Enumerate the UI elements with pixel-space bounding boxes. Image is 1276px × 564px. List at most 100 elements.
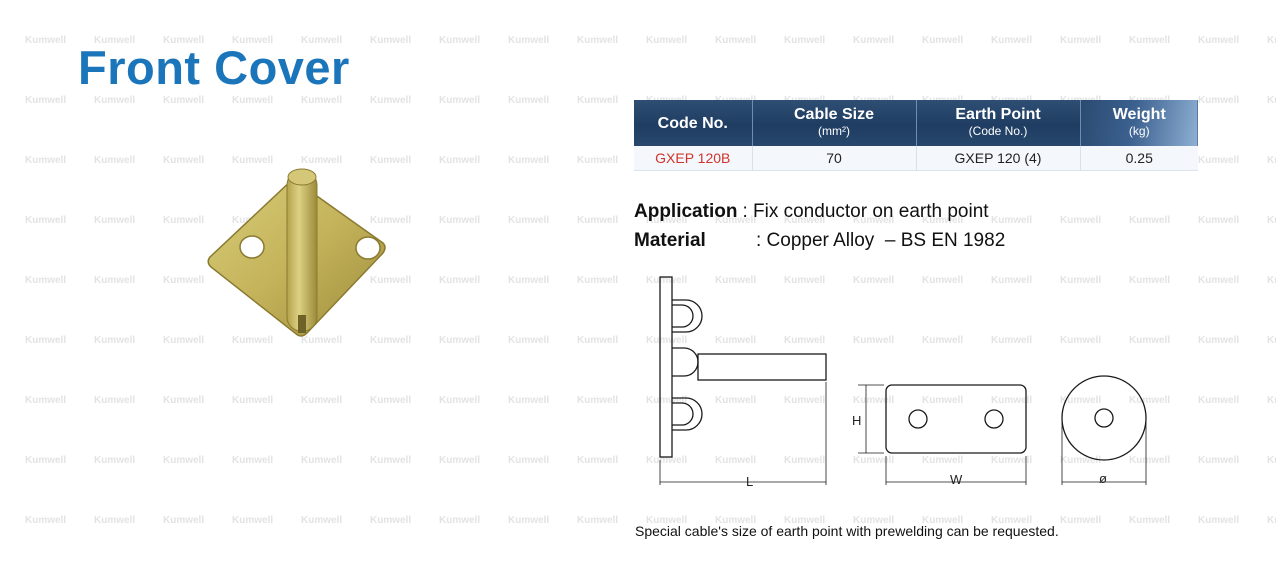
watermark-text: Kumwell bbox=[94, 275, 136, 286]
watermark-text: Kumwell bbox=[646, 455, 688, 466]
watermark-text: Kumwell bbox=[508, 395, 550, 406]
watermark-text: Kumwell bbox=[1267, 215, 1276, 226]
watermark-text: Kumwell bbox=[94, 455, 136, 466]
cell-code-no: GXEP 120B bbox=[634, 146, 753, 171]
watermark-text: Kumwell bbox=[370, 455, 412, 466]
watermark-text: Kumwell bbox=[1129, 275, 1171, 286]
watermark-text: Kumwell bbox=[922, 335, 964, 346]
watermark-text: Kumwell bbox=[1198, 395, 1240, 406]
watermark-text: Kumwell bbox=[1060, 455, 1102, 466]
page-title: Front Cover bbox=[78, 41, 350, 94]
watermark-text: Kumwell bbox=[439, 155, 481, 166]
watermark-text: Kumwell bbox=[715, 455, 757, 466]
watermark-text: Kumwell bbox=[715, 515, 757, 526]
header-label: Weight bbox=[1112, 106, 1166, 123]
watermark-text: Kumwell bbox=[439, 275, 481, 286]
watermark-text: Kumwell bbox=[232, 515, 274, 526]
cell-weight: 0.25 bbox=[1080, 146, 1198, 171]
header-unit: (mm²) bbox=[818, 124, 850, 138]
watermark-text: Kumwell bbox=[232, 95, 274, 106]
watermark-text: Kumwell bbox=[577, 455, 619, 466]
watermark-text: Kumwell bbox=[25, 35, 67, 46]
watermark-text: Kumwell bbox=[853, 215, 895, 226]
watermark-text: Kumwell bbox=[163, 515, 205, 526]
watermark-text: Kumwell bbox=[577, 95, 619, 106]
header-earth-point: Earth Point(Code No.) bbox=[916, 100, 1081, 146]
watermark-text: Kumwell bbox=[439, 95, 481, 106]
watermark-text: Kumwell bbox=[163, 95, 205, 106]
watermark-text: Kumwell bbox=[94, 395, 136, 406]
watermark-text: Kumwell bbox=[715, 335, 757, 346]
watermark-text: Kumwell bbox=[1267, 35, 1276, 46]
technical-drawing: L H W ø bbox=[659, 276, 1147, 489]
watermark-text: Kumwell bbox=[646, 395, 688, 406]
product-photo bbox=[207, 168, 386, 337]
front-view bbox=[858, 384, 1027, 485]
watermark-text: Kumwell bbox=[439, 335, 481, 346]
watermark-text: Kumwell bbox=[301, 455, 343, 466]
watermark-text: Kumwell bbox=[508, 155, 550, 166]
application-label: Application bbox=[634, 201, 738, 222]
watermark-text: Kumwell bbox=[94, 335, 136, 346]
watermark-text: Kumwell bbox=[301, 335, 343, 346]
watermark-text: Kumwell bbox=[1060, 275, 1102, 286]
watermark-text: Kumwell bbox=[1060, 35, 1102, 46]
watermark-text: Kumwell bbox=[577, 155, 619, 166]
cell-cable-size: 70 bbox=[752, 146, 917, 171]
watermark-text: Kumwell bbox=[922, 515, 964, 526]
watermark-text: Kumwell bbox=[784, 335, 826, 346]
watermark-text: Kumwell bbox=[25, 275, 67, 286]
watermark-text: Kumwell bbox=[370, 35, 412, 46]
watermark-text: Kumwell bbox=[1267, 515, 1276, 526]
watermark-text: Kumwell bbox=[784, 515, 826, 526]
watermark-text: Kumwell bbox=[991, 35, 1033, 46]
dim-label-diameter: ø bbox=[1099, 471, 1107, 486]
watermark-text: Kumwell bbox=[370, 95, 412, 106]
watermark-text: Kumwell bbox=[94, 35, 136, 46]
watermark-text: Kumwell bbox=[370, 275, 412, 286]
watermark-text: Kumwell bbox=[646, 335, 688, 346]
watermark-text: Kumwell bbox=[370, 515, 412, 526]
watermark-text: Kumwell bbox=[1129, 215, 1171, 226]
watermark-text: Kumwell bbox=[232, 455, 274, 466]
application-line: Application : Fix conductor on earth poi… bbox=[634, 197, 1005, 226]
watermark-text: Kumwell bbox=[1198, 155, 1240, 166]
watermark-text: Kumwell bbox=[508, 455, 550, 466]
watermark-text: Kumwell bbox=[784, 35, 826, 46]
watermark-text: Kumwell bbox=[784, 275, 826, 286]
watermark-text: Kumwell bbox=[1198, 335, 1240, 346]
watermark-text: Kumwell bbox=[1198, 455, 1240, 466]
watermark-text: Kumwell bbox=[1267, 95, 1276, 106]
material-label: Material bbox=[634, 230, 706, 251]
watermark-text: Kumwell bbox=[577, 215, 619, 226]
watermark-text: Kumwell bbox=[25, 455, 67, 466]
watermark-text: Kumwell bbox=[163, 455, 205, 466]
watermark-text: Kumwell bbox=[853, 515, 895, 526]
material-value: : Copper Alloy – BS EN 1982 bbox=[756, 230, 1006, 251]
watermark-text: Kumwell bbox=[1129, 395, 1171, 406]
watermark-text: Kumwell bbox=[508, 275, 550, 286]
dim-label-h: H bbox=[852, 413, 861, 428]
watermark-text: Kumwell bbox=[508, 35, 550, 46]
header-unit: (kg) bbox=[1128, 124, 1150, 138]
watermark-text: Kumwell bbox=[922, 275, 964, 286]
watermark-text: Kumwell bbox=[1267, 155, 1276, 166]
watermark-text: Kumwell bbox=[1267, 455, 1276, 466]
watermark-text: Kumwell bbox=[439, 515, 481, 526]
watermark-text: Kumwell bbox=[439, 395, 481, 406]
footnote: Special cable's size of earth point with… bbox=[635, 523, 1059, 539]
watermark-text: Kumwell bbox=[577, 35, 619, 46]
header-label: Cable Size bbox=[793, 106, 875, 123]
watermark-text: Kumwell bbox=[439, 215, 481, 226]
watermark-text: Kumwell bbox=[991, 515, 1033, 526]
dim-label-w: W bbox=[950, 472, 963, 487]
watermark-text: Kumwell bbox=[508, 95, 550, 106]
watermark-text: Kumwell bbox=[853, 335, 895, 346]
cell-earth-point: GXEP 120 (4) bbox=[916, 146, 1081, 171]
watermark-text: Kumwell bbox=[301, 155, 343, 166]
watermark-text: Kumwell bbox=[784, 455, 826, 466]
watermark-text: Kumwell bbox=[439, 455, 481, 466]
watermark-text: Kumwell bbox=[646, 275, 688, 286]
watermark-text: Kumwell bbox=[163, 275, 205, 286]
watermark-text: Kumwell bbox=[94, 155, 136, 166]
